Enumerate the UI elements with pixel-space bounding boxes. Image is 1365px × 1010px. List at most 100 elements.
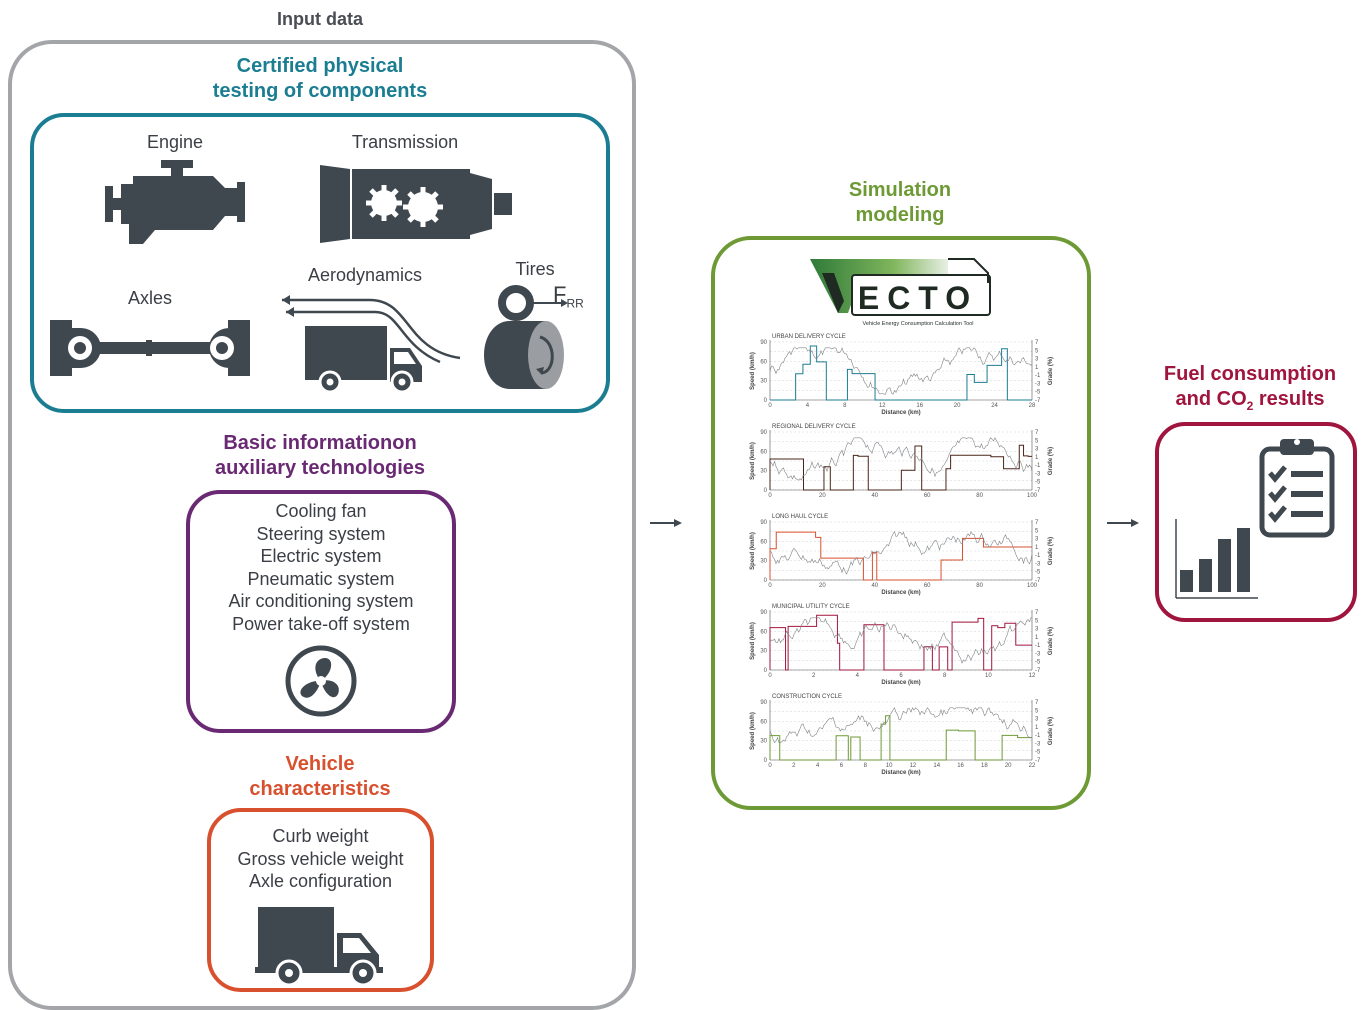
rolling-resistance-label: FRR (553, 282, 584, 310)
y2-tick-label: -7 (1035, 668, 1041, 674)
x-tick-label: 18 (981, 763, 988, 769)
tire-icon (484, 285, 568, 389)
x-tick-label: 40 (871, 583, 878, 589)
y2-tick-label: 1 (1035, 455, 1039, 461)
chart-title: REGIONAL DELIVERY CYCLE (772, 424, 856, 430)
y2-tick-label: -3 (1035, 471, 1041, 477)
y-tick-label: 30 (760, 739, 767, 745)
y2-tick-label: 1 (1035, 725, 1039, 731)
results-title: Fuel consumption and CO2 results (1140, 362, 1360, 419)
transmission-label: Transmission (351, 132, 459, 152)
x-tick-label: 0 (768, 763, 772, 769)
auxiliary-title: Basic informationon auxiliary technologi… (160, 431, 480, 481)
y-tick-label: 90 (760, 340, 767, 346)
x-tick-label: 2 (792, 763, 796, 769)
y-tick-label: 90 (760, 700, 767, 706)
y-tick-label: 30 (760, 469, 767, 475)
x-tick-label: 4 (856, 673, 860, 679)
chart-title: LONG HAUL CYCLE (772, 514, 828, 520)
y2-tick-label: -7 (1035, 488, 1041, 494)
grade-trace (769, 437, 1033, 481)
y2-tick-label: 5 (1035, 528, 1039, 534)
speed-trace (769, 614, 1032, 671)
x-axis-label: Distance (km) (881, 680, 920, 686)
y-axis-label: Speed (km/h) (750, 442, 756, 480)
x-tick-label: 12 (1029, 673, 1036, 679)
vecto-logo-caption: Vehicle Energy Consumption Calculation T… (863, 321, 974, 327)
y2-tick-label: -3 (1035, 561, 1041, 567)
x-tick-label: 10 (985, 673, 992, 679)
auxiliary-item: Pneumatic system (247, 568, 395, 589)
x-axis-label: Distance (km) (881, 590, 920, 596)
results-title-line1: Fuel consumption (1163, 363, 1337, 385)
y-tick-label: 0 (764, 488, 768, 494)
y2-tick-label: -7 (1035, 398, 1041, 404)
y2-axis-label: Grade (%) (1048, 357, 1054, 385)
y-tick-label: 90 (760, 520, 767, 526)
vehicle-title-line2: characteristics (249, 778, 391, 800)
vehicle-title: Vehicle characteristics (160, 752, 480, 802)
y2-axis-label: Grade (%) (1048, 447, 1054, 475)
vehicle-title-line1: Vehicle (285, 753, 355, 775)
x-axis-label: Distance (km) (881, 770, 920, 776)
y2-tick-label: -5 (1035, 480, 1041, 486)
vehicle-list: Curb weight Gross vehicle weight Axle co… (210, 825, 431, 893)
y2-tick-label: -7 (1035, 758, 1041, 764)
grade-trace (769, 617, 1032, 664)
speed-trace (769, 531, 1032, 581)
y-tick-label: 30 (760, 559, 767, 565)
aerodynamics-icon (282, 295, 461, 394)
y-axis-label: Speed (km/h) (750, 352, 756, 390)
y2-tick-label: -5 (1035, 570, 1041, 576)
y2-tick-label: -1 (1035, 733, 1041, 739)
y-tick-label: 30 (760, 649, 767, 655)
frr-subscript: RR (566, 296, 584, 311)
y2-tick-label: 1 (1035, 365, 1039, 371)
y2-tick-label: 3 (1035, 447, 1039, 453)
vecto-logo-text: ECTO (858, 280, 978, 316)
auxiliary-list: Cooling fan Steering system Electric sys… (190, 500, 452, 635)
axles-label: Axles (127, 288, 172, 308)
y2-tick-label: 3 (1035, 717, 1039, 723)
grade-trace (769, 347, 1033, 395)
y2-axis-label: Grade (%) (1048, 717, 1054, 745)
auxiliary-item: Air conditioning system (228, 591, 414, 611)
x-tick-label: 80 (976, 583, 983, 589)
y-tick-label: 60 (760, 359, 767, 365)
x-tick-label: 0 (768, 403, 772, 409)
auxiliary-item: Steering system (256, 523, 386, 544)
certified-title-line2: testing of components (212, 80, 428, 102)
vehicle-item: Curb weight (272, 826, 369, 846)
y-tick-label: 0 (764, 398, 768, 404)
speed-trace (770, 345, 1032, 401)
y2-tick-label: -1 (1035, 553, 1041, 559)
chart-title: URBAN DELIVERY CYCLE (772, 334, 846, 340)
y2-tick-label: -3 (1035, 381, 1041, 387)
vehicle-item: Gross vehicle weight (237, 848, 404, 869)
y2-tick-label: -5 (1035, 750, 1041, 756)
y-tick-label: 0 (764, 578, 768, 584)
y-axis-label: Speed (km/h) (750, 622, 756, 660)
y-tick-label: 60 (760, 449, 767, 455)
x-tick-label: 16 (957, 763, 964, 769)
y2-tick-label: 5 (1035, 618, 1039, 624)
cooling-fan-icon (285, 645, 357, 717)
auxiliary-box (186, 490, 456, 733)
x-tick-label: 20 (954, 403, 961, 409)
chart-title: MUNICIPAL UTILITY CYCLE (772, 604, 850, 610)
auxiliary-item: Electric system (260, 546, 382, 566)
frr-main: F (553, 282, 567, 307)
chart-title: CONSTRUCTION CYCLE (772, 694, 842, 700)
y2-tick-label: -1 (1035, 463, 1041, 469)
y2-tick-label: 7 (1035, 610, 1039, 616)
x-tick-label: 16 (916, 403, 923, 409)
x-tick-label: 10 (886, 763, 893, 769)
y2-tick-label: 1 (1035, 545, 1039, 551)
y2-tick-label: 3 (1035, 627, 1039, 633)
speed-trace (769, 715, 1032, 761)
x-tick-label: 0 (768, 493, 772, 499)
x-tick-label: 100 (1027, 583, 1038, 589)
x-tick-label: 4 (816, 763, 820, 769)
certified-title: Certified physical testing of components (160, 54, 480, 104)
